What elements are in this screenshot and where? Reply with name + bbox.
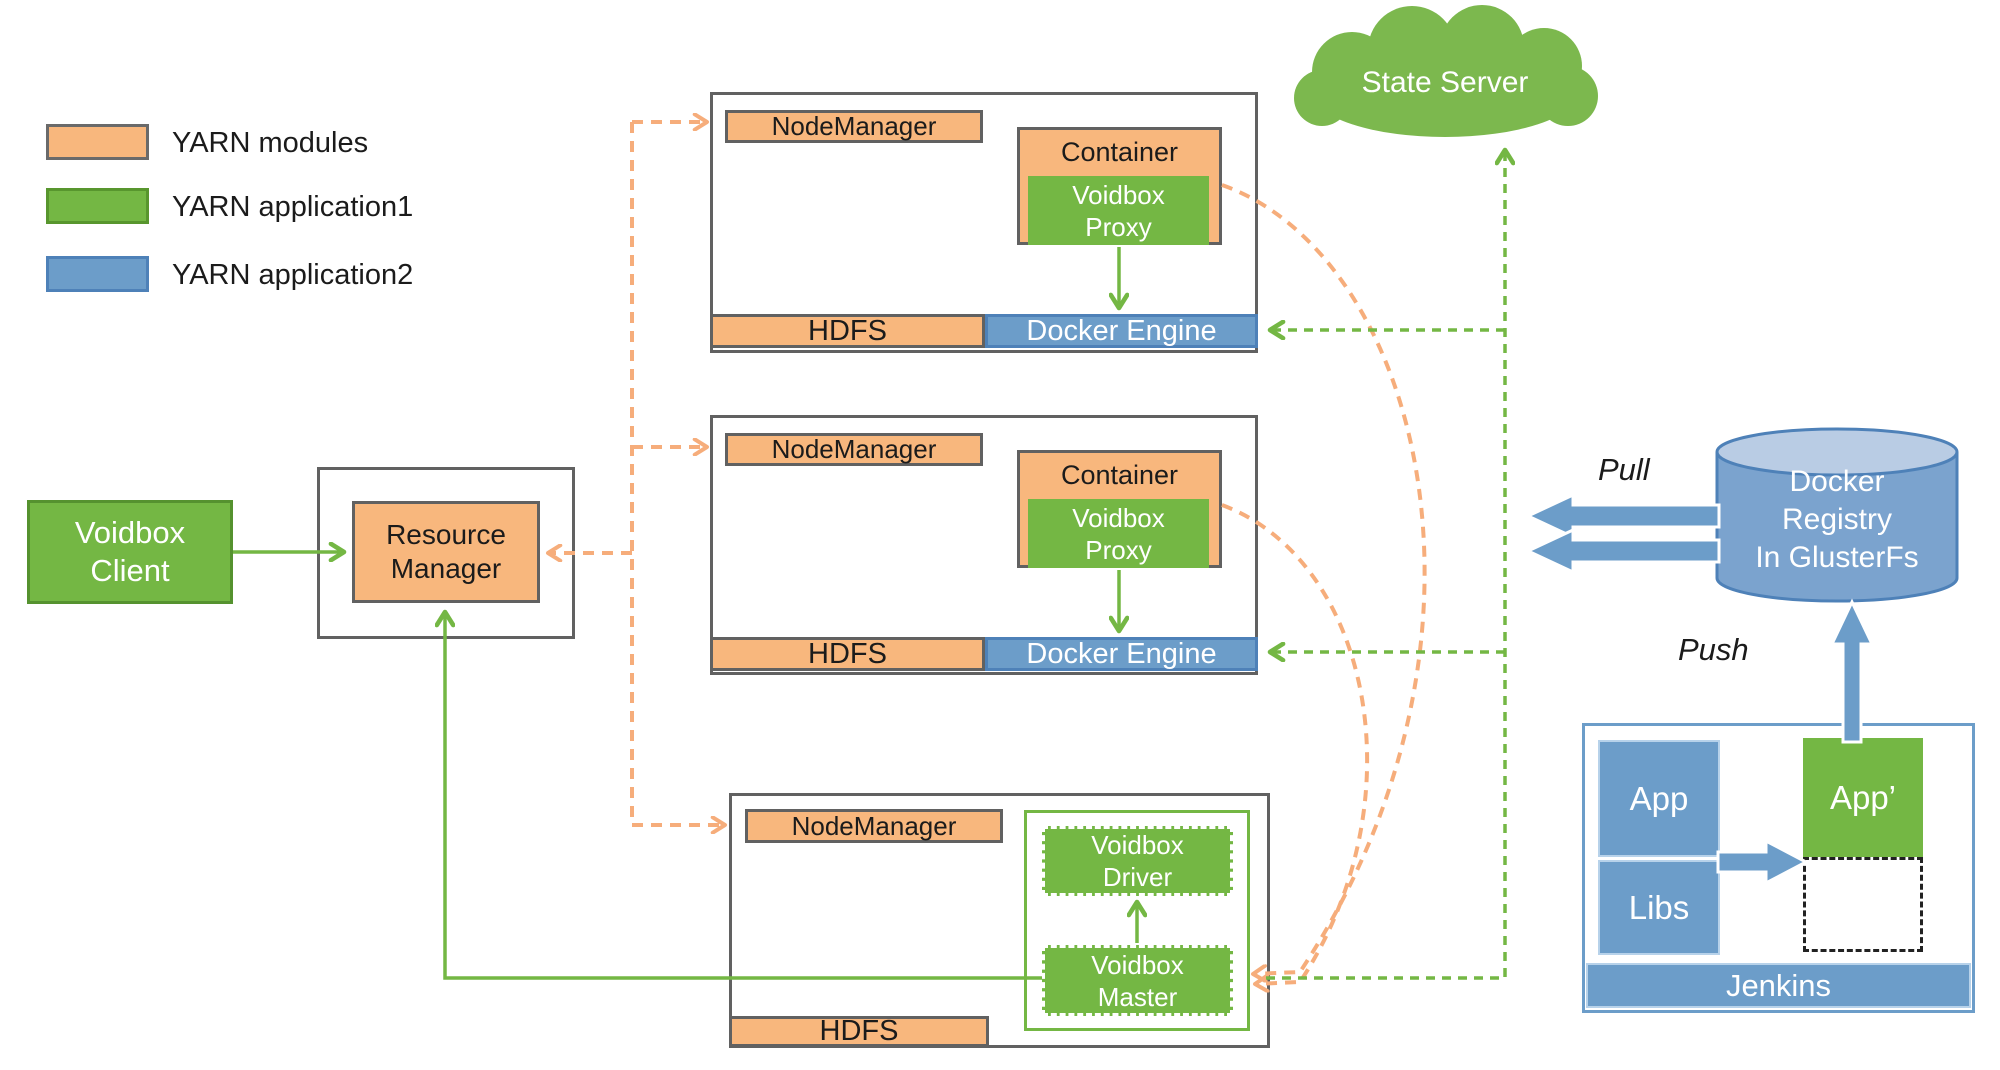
legend-swatch-yarn-modules — [46, 124, 149, 160]
app-box: App — [1598, 740, 1720, 857]
push-arrow — [1829, 598, 1875, 744]
pull-push-arrows — [1524, 492, 1875, 886]
docker-registry-label: Docker Registry In GlusterFs — [1755, 465, 1919, 574]
voidbox-client-box: Voidbox Client — [27, 500, 233, 604]
state-server-cloud — [1294, 5, 1598, 137]
state-server-label: State Server — [1361, 66, 1529, 99]
legend-label-yarn-application2: YARN application2 — [172, 259, 414, 291]
pull-label: Pull — [1598, 452, 1650, 487]
container-label-1: Container — [1060, 136, 1179, 167]
push-label: Push — [1678, 632, 1749, 667]
voidbox-proxy-box-1: Voidbox Proxy — [1028, 176, 1209, 245]
docker-engine-bar-2: Docker Engine — [985, 637, 1258, 671]
docker-registry-cylinder — [1715, 427, 1959, 603]
voidbox-proxy-box-2: Voidbox Proxy — [1028, 499, 1209, 568]
voidbox-driver-box: Voidbox Driver — [1042, 826, 1233, 896]
pull-arrow-2 — [1524, 527, 1721, 575]
nodemanager-box-2: NodeManager — [725, 433, 983, 466]
container1-to-master-curve — [1221, 183, 1427, 974]
legend-swatch-yarn-application2 — [46, 256, 149, 292]
resource-manager-box: Resource Manager — [352, 501, 540, 603]
pull-arrow-1 — [1524, 492, 1721, 540]
app-prime-box: App’ — [1803, 738, 1923, 857]
master-to-state-server-line — [1266, 150, 1505, 980]
container-label-2: Container — [1060, 459, 1179, 490]
nodemanager-box-3: NodeManager — [745, 809, 1003, 843]
voidbox-master-box: Voidbox Master — [1042, 945, 1233, 1016]
hdfs-bar-3: HDFS — [729, 1015, 989, 1047]
jenkins-bar: Jenkins — [1586, 963, 1971, 1008]
hdfs-bar-1: HDFS — [710, 314, 985, 348]
container2-to-master-curve — [1221, 503, 1370, 984]
master-to-rm-arrow — [445, 612, 1042, 980]
nodemanager-box-1: NodeManager — [725, 110, 983, 143]
build-to-image-arrow — [1716, 838, 1810, 886]
image-placeholder-dashed-box — [1803, 857, 1923, 952]
legend-swatch-yarn-application1 — [46, 188, 149, 224]
docker-engine-bar-1: Docker Engine — [985, 314, 1258, 348]
legend-label-yarn-modules: YARN modules — [172, 127, 369, 159]
libs-box: Libs — [1598, 860, 1720, 955]
legend-label-yarn-application1: YARN application1 — [172, 191, 414, 223]
hdfs-bar-2: HDFS — [710, 637, 985, 671]
